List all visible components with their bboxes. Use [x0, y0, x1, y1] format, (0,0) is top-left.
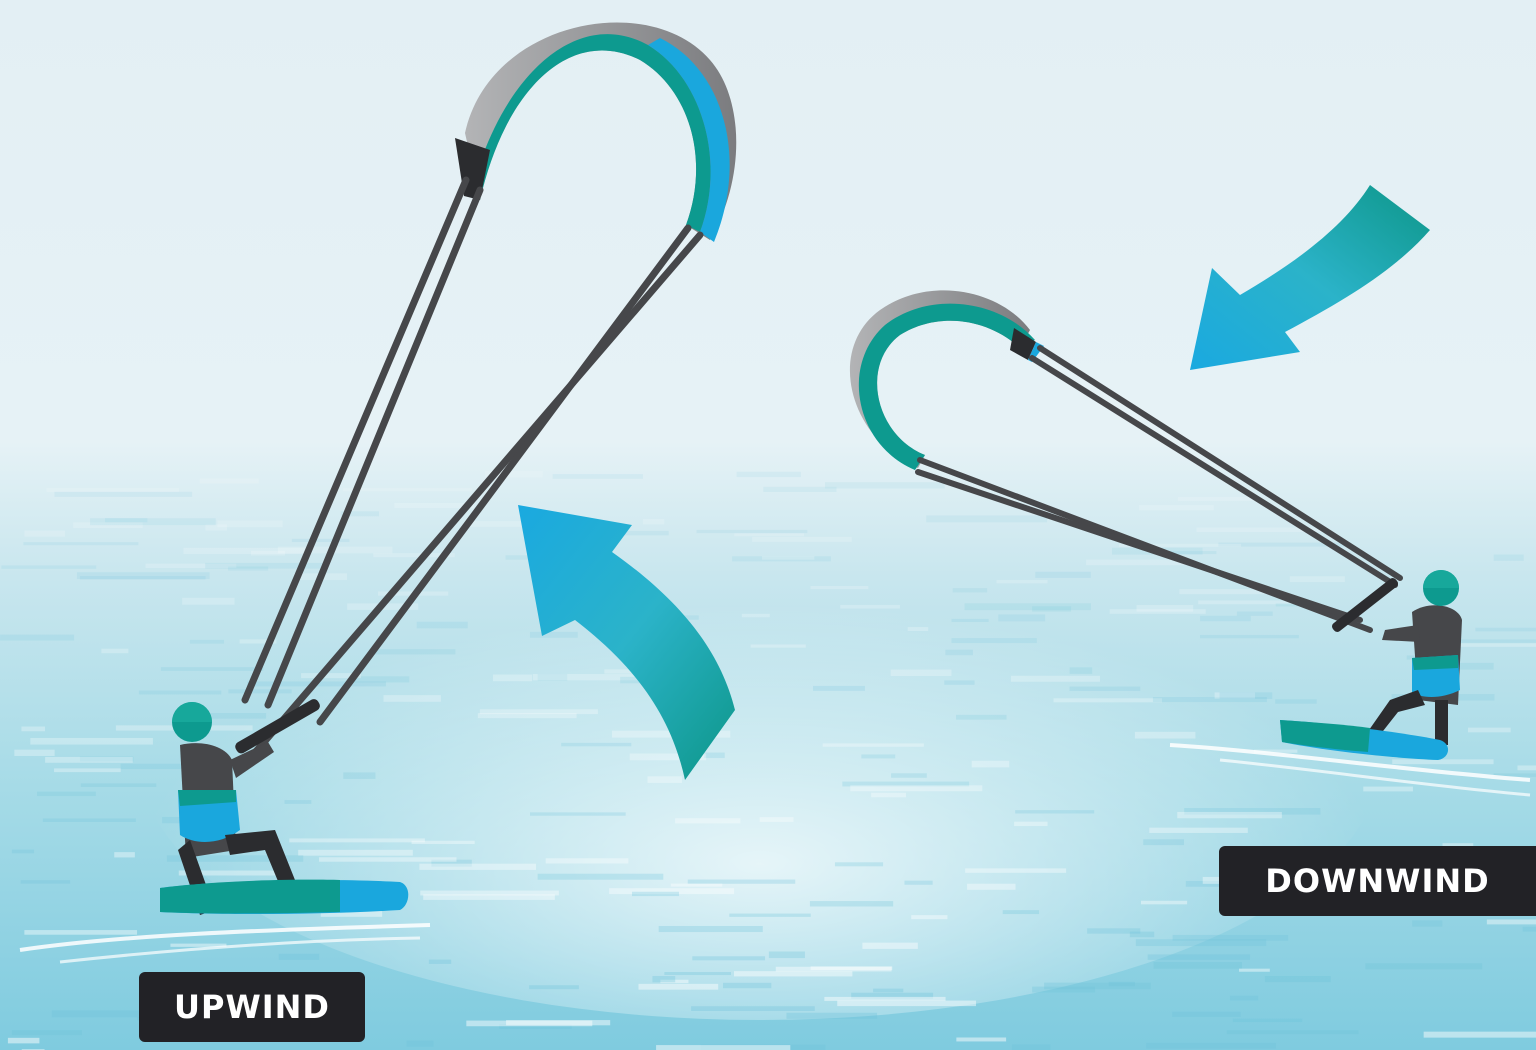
downwind-label: DOWNWIND	[1219, 846, 1536, 916]
upwind-label: UPWIND	[139, 972, 365, 1042]
